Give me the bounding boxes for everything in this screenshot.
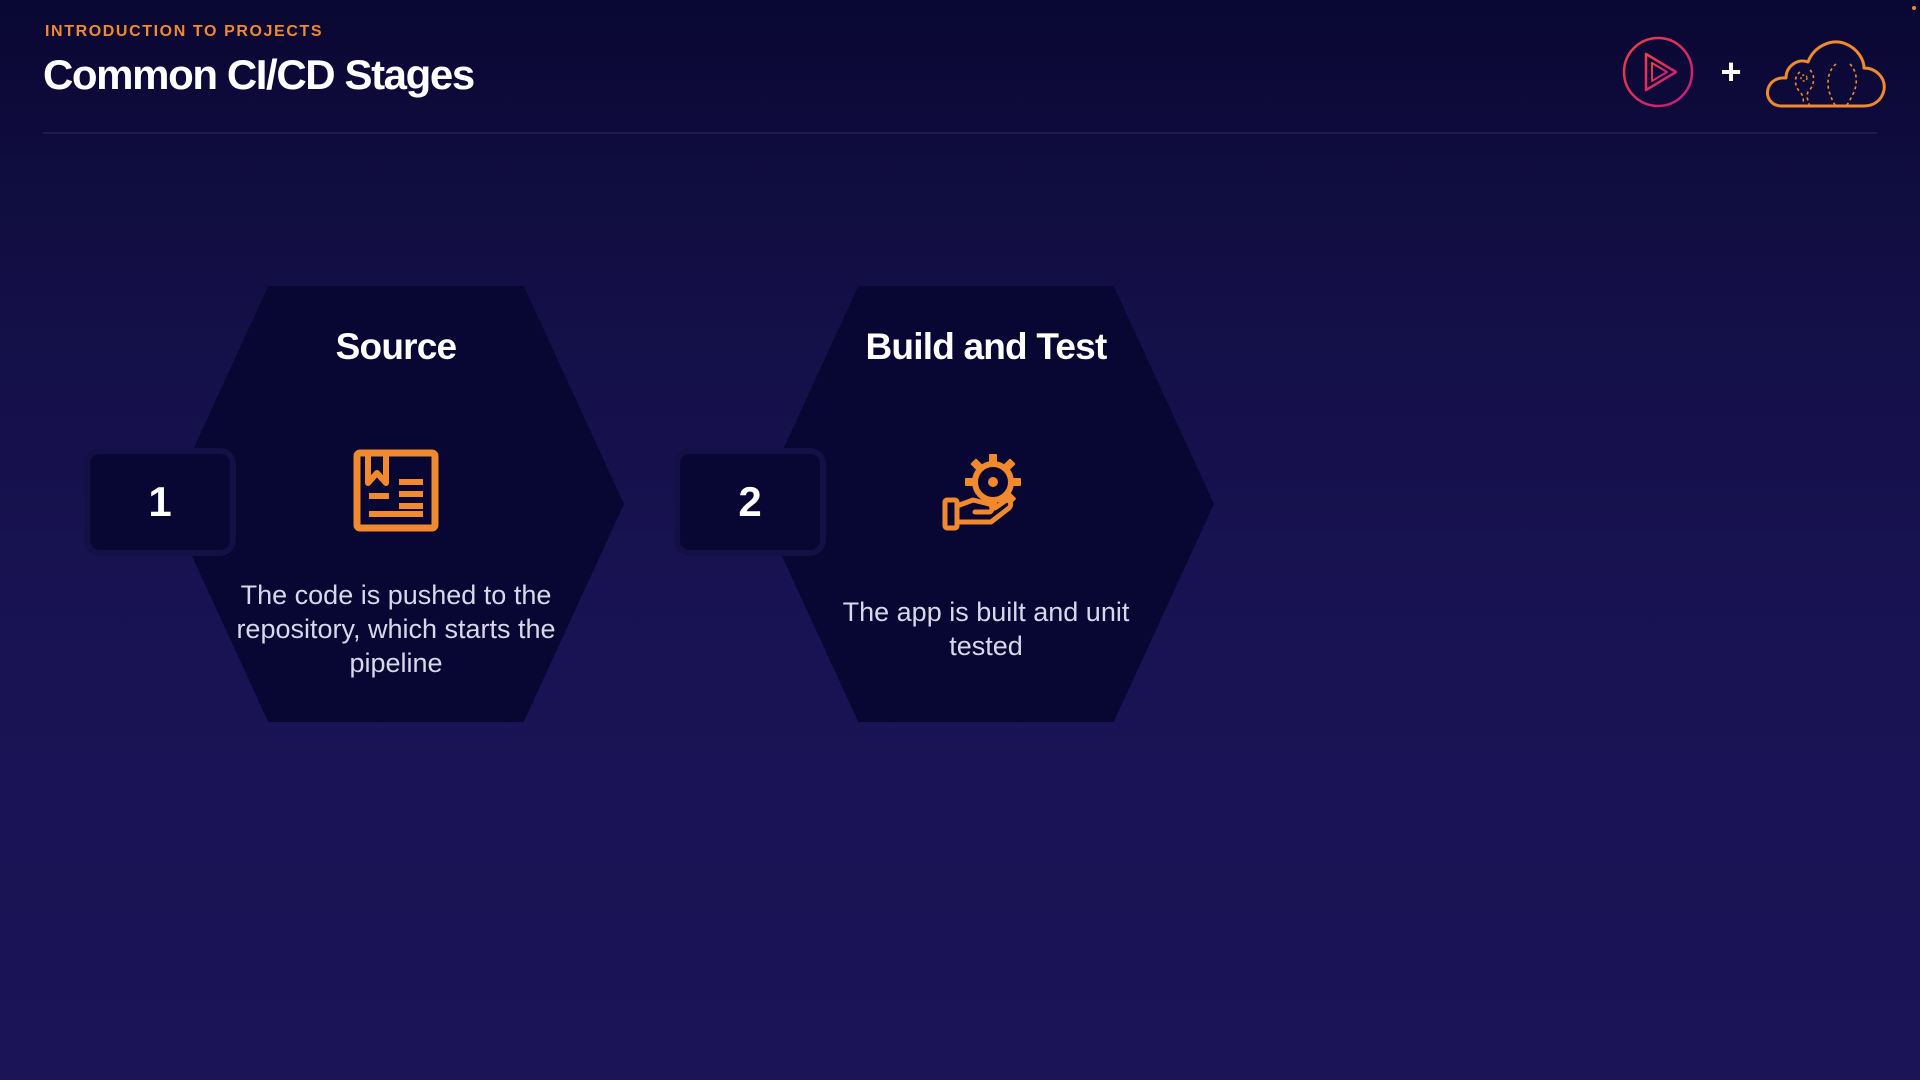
page-title: Common CI/CD Stages bbox=[43, 51, 475, 98]
stage-description: The code is pushed to the repository, wh… bbox=[236, 580, 556, 678]
section-subtitle: INTRODUCTION TO PROJECTS bbox=[45, 23, 324, 40]
stage-number-badge: 2 bbox=[680, 454, 820, 550]
stage-title: Build and Test bbox=[865, 326, 1108, 367]
stage-title: Source bbox=[335, 326, 457, 367]
stage-card-source: Source 1 The code is pushed to the repos… bbox=[84, 286, 714, 722]
document-icon bbox=[353, 449, 439, 532]
brand-plus-sign: + bbox=[1720, 51, 1742, 92]
cloud-logo-icon bbox=[1766, 40, 1886, 108]
play-circle-logo-icon bbox=[1622, 36, 1694, 108]
header-divider bbox=[43, 132, 1877, 134]
gear-hand-icon bbox=[942, 454, 1021, 531]
stage-card-build-and-test: Build and Test 2 The app is built and un… bbox=[674, 286, 1304, 722]
stage-number: 1 bbox=[148, 478, 172, 525]
corner-dot bbox=[1912, 6, 1916, 10]
stage-number-badge: 1 bbox=[90, 454, 230, 550]
stage-description: The app is built and unit tested bbox=[842, 597, 1130, 661]
stage-number: 2 bbox=[738, 478, 762, 525]
stage-hexagon bbox=[168, 286, 624, 722]
